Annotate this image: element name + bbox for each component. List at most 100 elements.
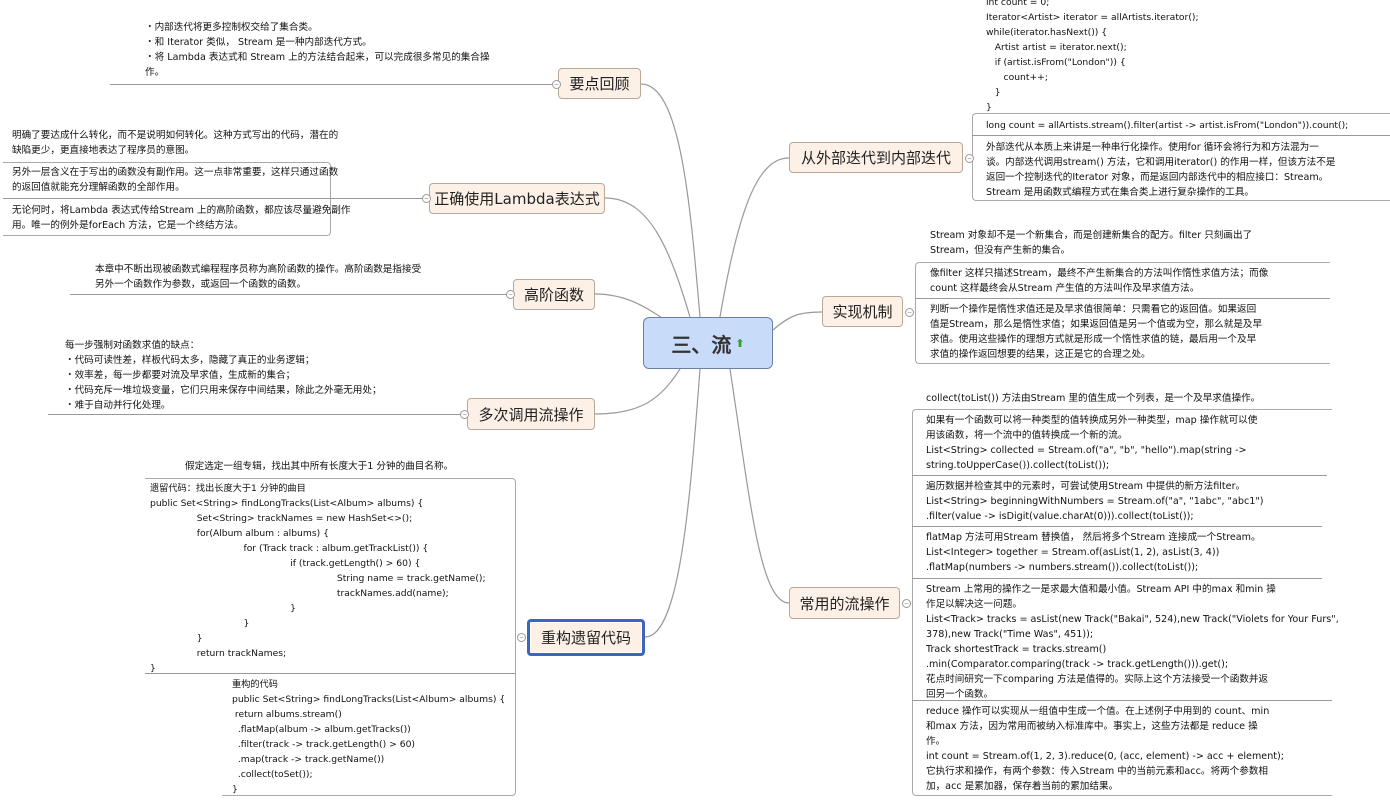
note-mechanism-3: 判断一个操作是惰性求值还是及早求值很简单：只需看它的返回值。如果返回值是Stre… (930, 302, 1262, 362)
note-line: for (Track track : album.getTrackList())… (150, 543, 429, 554)
note-line: .collect(toSet()); (232, 769, 313, 780)
note-line: 用该函数，将一个流中的值转换成一个新的流。 (926, 430, 1128, 441)
collapse-knob[interactable]: − (517, 633, 526, 642)
central-topic[interactable]: 三、流 ⬆ (643, 317, 773, 369)
note-line: 假定选定一组专辑，找出其中所有长度大于1 分钟的曲目名称。 (185, 461, 454, 472)
topic-review[interactable]: 要点回顾 (558, 68, 641, 99)
note-line: 返回一个控制迭代的Iterator 对象，而是返回内部迭代中的相应接口：Stre… (986, 172, 1329, 183)
divider (3, 198, 424, 199)
note-line: while(iterator.hasNext()) { (986, 27, 1108, 38)
note-line: return trackNames; (150, 648, 287, 659)
note-lambda-3: 无论何时，将Lambda 表达式传给Stream 上的高阶函数，都应该尽量避免副… (12, 203, 350, 233)
note-line: public Set<String> findLongTracks(List<A… (150, 498, 424, 509)
note-line: 它执行求和操作，有两个参数：传入Stream 中的当前元素和acc。将两个参数相 (926, 766, 1269, 777)
note-line: 判断一个操作是惰性求值还是及早求值很简单：只需看它的返回值。如果返回 (930, 304, 1257, 315)
collapse-knob[interactable]: − (506, 290, 515, 299)
central-title: 三、流 (671, 332, 732, 357)
note-line: flatMap 方法可用Stream 替换值， 然后将多个Stream 连接成一… (926, 532, 1261, 543)
collapse-knob[interactable]: − (902, 599, 911, 608)
divider (912, 526, 1322, 527)
note-max-min: Stream 上常用的操作之一是求最大值和最小值。Stream API 中的ma… (926, 582, 1339, 702)
note-refactor-intro: 假定选定一组专辑，找出其中所有长度大于1 分钟的曲目名称。 (185, 459, 453, 474)
note-line: 作足以解决这一问题。 (926, 599, 1022, 610)
note-line: 明确了要达成什么转化，而不是说明如何转化。这种方式写出的代码，潜在的 (12, 130, 339, 141)
note-higher-order: 本章中不断出现被函数式编程程序员称为高阶函数的操作。高阶函数是指接受另外一个函数… (95, 262, 421, 292)
collapse-knob[interactable]: − (552, 80, 561, 89)
topic-lambda[interactable]: 正确使用Lambda表达式 (429, 183, 605, 214)
topic-refactor[interactable]: 重构遗留代码 (527, 619, 645, 656)
note-line: for(Album album : albums) { (150, 528, 329, 539)
note-line: 用。唯一的例外是forEach 方法，它是一个终结方法。 (12, 220, 244, 231)
note-iteration-desc: 外部迭代从本质上来讲是一种串行化操作。使用for 循环会将行为和方法混为一谈。内… (986, 140, 1335, 200)
note-line: List<String> collected = Stream.of("a", … (926, 445, 1247, 456)
note-line: 本章中不断出现被函数式编程程序员称为高阶函数的操作。高阶函数是指接受 (95, 264, 422, 275)
note-line: ・难于自动并行化处理。 (65, 400, 171, 411)
collapse-knob[interactable]: − (460, 410, 469, 419)
note-line: ・内部迭代将更多控制权交给了集合类。 (145, 22, 318, 33)
note-line: .flatMap(numbers -> numbers.stream()).co… (926, 562, 1199, 573)
note-reduce: reduce 操作可以实现从一组值中生成一个值。在上述例子中用到的 count、… (926, 704, 1284, 794)
note-line: Stream 是用函数式编程方式在集合类上进行复杂操作的工具。 (986, 187, 1255, 198)
note-line: 花点时间研究一下comparing 方法是值得的。实际上这个方法接受一个函数并返 (926, 674, 1269, 685)
note-mechanism-1: Stream 对象却不是一个新集合，而是创建新集合的配方。filter 只刻画出… (930, 228, 1252, 258)
note-internal-iteration-code: long count = allArtists.stream().filter(… (986, 118, 1348, 133)
note-line: 的返回值就能充分理解函数的全部作用。 (12, 182, 185, 193)
note-line: trackNames.add(name); (150, 588, 449, 599)
note-line: 回另一个函数。 (926, 689, 994, 700)
note-line: 外部迭代从本质上来讲是一种串行化操作。使用for 循环会将行为和方法混为一 (986, 142, 1319, 153)
collapse-knob[interactable]: − (422, 194, 431, 203)
collapse-knob[interactable]: − (965, 154, 974, 163)
note-line: 求值的操作返回想要的结果，这正是它的合理之处。 (930, 349, 1151, 360)
note-line: string.toUpperCase()).collect(toList()); (926, 460, 1110, 471)
note-line: 重构的代码 (232, 679, 278, 690)
note-line: public Set<String> findLongTracks(List<A… (232, 694, 506, 705)
note-line: .map(track -> track.getName()) (232, 754, 385, 765)
note-line: } (150, 603, 297, 614)
note-multi-stream: 每一步强制对函数求值的缺点：・代码可读性差，样板代码太多，隐藏了真正的业务逻辑；… (65, 338, 382, 413)
note-line: count++; (986, 72, 1048, 83)
note-group (145, 478, 516, 674)
note-line: String name = track.getName(); (150, 573, 486, 584)
note-line: 另外一个函数作为参数，或返回一个函数的函数。 (95, 279, 307, 290)
note-line: ・将 Lambda 表达式和 Stream 上的方法结合起来，可以完成很多常见的… (145, 52, 490, 63)
note-group (222, 674, 516, 796)
note-line: ・代码可读性差，样板代码太多，隐藏了真正的业务逻辑； (65, 355, 315, 366)
collapse-knob[interactable]: − (905, 308, 914, 317)
divider (912, 578, 1322, 579)
note-refactored-code: 重构的代码 public Set<String> findLongTracks(L… (232, 677, 505, 797)
note-line: 谈。内部迭代调用stream() 方法，它和调用iterator() 的作用一样… (986, 157, 1336, 168)
note-line: 求值。使用这些操作的理想方式就是形成一个惰性求值的链，最后用一个及早 (930, 334, 1257, 345)
note-filter: 遍历数据并检查其中的元素时，可尝试使用Stream 中提供的新方法filter。… (926, 479, 1263, 524)
note-line: Artist artist = iterator.next(); (986, 42, 1127, 53)
note-line: 缺陷更少，更直接地表达了程序员的意图。 (12, 145, 195, 156)
note-line: 无论何时，将Lambda 表达式传给Stream 上的高阶函数，都应该尽量避免副… (12, 205, 351, 216)
note-line: return albums.stream() (232, 709, 342, 720)
note-review: ・内部迭代将更多控制权交给了集合类。・和 Iterator 类似， Stream… (145, 20, 490, 80)
note-line: ・和 Iterator 类似， Stream 是一种内部迭代方式。 (145, 37, 372, 48)
note-line: reduce 操作可以实现从一组值中生成一个值。在上述例子中用到的 count、… (926, 706, 1270, 717)
topic-common-ops[interactable]: 常用的流操作 (789, 587, 900, 619)
arrow-up-icon: ⬆ (735, 336, 745, 350)
note-lambda-1: 明确了要达成什么转化，而不是说明如何转化。这种方式写出的代码，潜在的缺陷更少，更… (12, 128, 338, 158)
note-line: .flatMap(album -> album.getTracks()) (232, 724, 411, 735)
note-line: if (artist.isFrom("London")) { (986, 57, 1126, 68)
note-line: Iterator<Artist> iterator = allArtists.i… (986, 12, 1199, 23)
note-line: 和max 方法，因为常用而被纳入标准库中。事实上，这些方法都是 reduce 操 (926, 721, 1258, 732)
divider (48, 414, 461, 415)
note-line: } (232, 784, 238, 795)
topic-higher-order[interactable]: 高阶函数 (513, 279, 595, 310)
topic-multi-stream[interactable]: 多次调用流操作 (467, 398, 595, 430)
topic-mechanism[interactable]: 实现机制 (822, 296, 903, 327)
topic-iteration[interactable]: 从外部迭代到内部迭代 (789, 142, 963, 173)
note-line: List<Track> tracks = asList(new Track("B… (926, 614, 1339, 625)
note-line: 遍历数据并检查其中的元素时，可尝试使用Stream 中提供的新方法filter。 (926, 481, 1246, 492)
divider (912, 475, 1327, 476)
note-line: } (986, 102, 992, 113)
note-mechanism-2: 像filter 这样只描述Stream，最终不产生新集合的方法叫作惰性求值方法；… (930, 266, 1268, 296)
note-line: 另外一层含义在于写出的函数没有副作用。这一点非常重要，这样只通过函数 (12, 167, 339, 178)
note-line: 值是Stream，那么是惰性求值；如果返回值是另一个值或为空，那么就是及早 (930, 319, 1263, 330)
note-line: 如果有一个函数可以将一种类型的值转换成另外一种类型，map 操作就可以使 (926, 415, 1258, 426)
note-group (915, 262, 1330, 364)
note-line: Stream 对象却不是一个新集合，而是创建新集合的配方。filter 只刻画出… (930, 230, 1253, 241)
note-line: } (150, 663, 156, 674)
